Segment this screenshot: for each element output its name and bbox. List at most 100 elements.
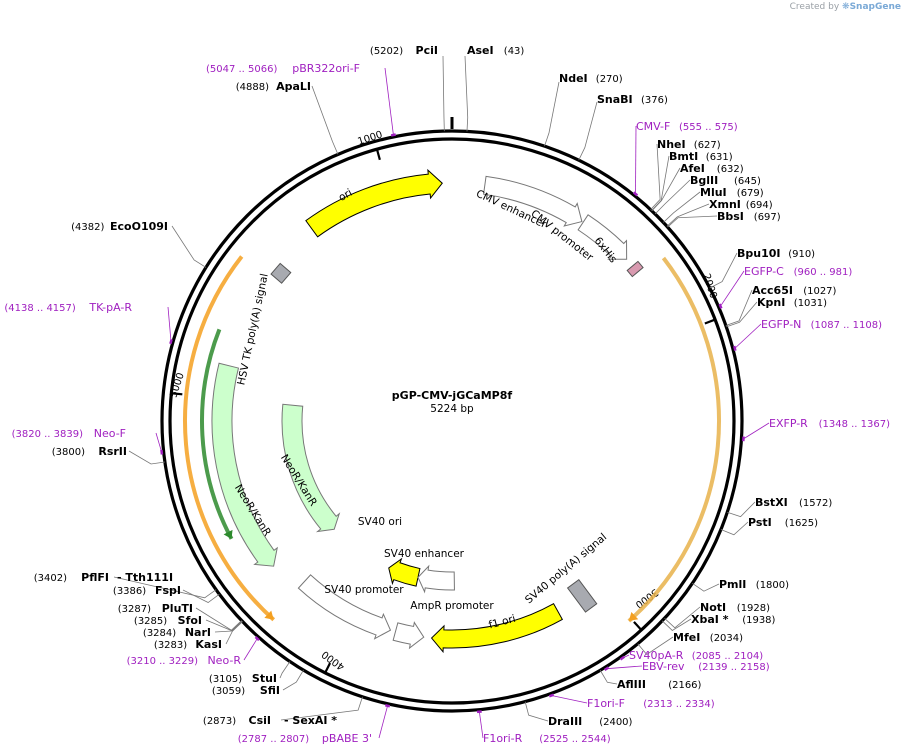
site-pos-nhei: (627) — [694, 140, 721, 151]
site-psti[interactable]: PstI — [748, 516, 772, 529]
site-pos-draiii: (2400) — [599, 717, 632, 728]
leader-ecoo109i — [171, 225, 207, 268]
site-bmti[interactable]: BmtI — [669, 150, 698, 163]
primer-tk-pa-r[interactable]: TK-pA-R — [88, 301, 132, 314]
site-nari[interactable]: NarI — [185, 626, 211, 639]
ruler-tick — [375, 148, 381, 161]
snapgene-credit: Created by ❋SnapGene — [790, 2, 901, 12]
primer-f1ori-r[interactable]: F1ori-R — [483, 732, 523, 745]
site-pcii[interactable]: PciI — [416, 44, 438, 57]
leader-sfii — [282, 669, 304, 691]
primer-sv40pa-r[interactable]: SV40pA-R — [629, 649, 684, 662]
site-pflfi[interactable]: PflFI — [81, 571, 109, 584]
primer-cmv-f[interactable]: CMV-F — [636, 120, 670, 133]
site-mlui[interactable]: MluI — [700, 186, 727, 199]
feature-label-hsv-tk-poly-a-signal: HSV TK poly(A) signal — [235, 273, 270, 387]
primer-leader-ebv-rev — [606, 665, 643, 670]
leader-csii — [280, 696, 363, 721]
site-fspi[interactable]: FspI — [155, 584, 181, 597]
primer-egfp-n[interactable]: EGFP-N — [761, 318, 801, 331]
backbone-inner-ring — [168, 137, 736, 705]
primer-leader-sv40pa-r — [622, 654, 630, 659]
site-xbai[interactable]: XbaI * — [691, 613, 729, 626]
primer-neo-f[interactable]: Neo-F — [94, 427, 126, 440]
backbone-outer-ring — [160, 129, 744, 713]
site-pos-csii: (2873) — [203, 716, 236, 727]
primer-mark-neo-r — [254, 636, 260, 642]
site-snabi[interactable]: SnaBI — [597, 93, 633, 106]
primer-range-exfp-r: (1348 .. 1367) — [819, 419, 891, 430]
site-sexai[interactable]: - SexAI * — [284, 714, 337, 727]
site-pos-psti: (1625) — [785, 518, 818, 529]
site-asei[interactable]: AseI — [467, 44, 494, 57]
primer-mark-egfp-c — [718, 303, 723, 309]
site-nhei[interactable]: NheI — [657, 138, 686, 151]
site-ecoo109i[interactable]: EcoO109I — [110, 220, 168, 233]
primer-f1ori-f[interactable]: F1ori-F — [587, 697, 625, 710]
leader-draiii — [524, 701, 549, 722]
feature-sv40-enhancer — [417, 564, 455, 594]
site-bpu10i[interactable]: Bpu10I — [737, 247, 781, 260]
site-kasi[interactable]: KasI — [195, 638, 222, 651]
site-rsrii[interactable]: RsrII — [98, 445, 127, 458]
primer-leader-pbabe-3 — [378, 705, 388, 739]
feature-sv40-polya — [566, 578, 598, 613]
feature-cmv-promoter — [577, 214, 628, 260]
primer-range-pbr322ori-f: (5047 .. 5066) — [206, 64, 278, 75]
primer-neo-r[interactable]: Neo-R — [207, 654, 241, 667]
leader-bbsi — [667, 215, 718, 228]
site-sfoi[interactable]: SfoI — [178, 614, 202, 627]
leader-fspi — [182, 589, 220, 603]
primer-range-pbabe-3: (2787 .. 2807) — [238, 734, 310, 745]
feature-ampr-promoter — [392, 621, 425, 650]
leader-pluti — [195, 607, 242, 631]
site-bbsi[interactable]: BbsI — [717, 210, 744, 223]
site-pos-rsrii: (3800) — [52, 447, 85, 458]
leader-rsrii — [128, 450, 165, 465]
site-ndei[interactable]: NdeI — [559, 72, 588, 85]
site-sfii[interactable]: SfiI — [260, 684, 280, 697]
site-pos-snabi: (376) — [641, 95, 668, 106]
site-tth111i[interactable]: - Tth111I — [117, 571, 173, 584]
site-noti[interactable]: NotI — [700, 601, 726, 614]
site-pos-kpni: (1031) — [794, 298, 827, 309]
site-pos-bglii: (645) — [734, 176, 761, 187]
orf-arc-left — [183, 255, 276, 622]
site-bstxi[interactable]: BstXI — [755, 496, 788, 509]
site-mfei[interactable]: MfeI — [673, 631, 700, 644]
site-afei[interactable]: AfeI — [680, 162, 705, 175]
orf-arc-neo — [200, 328, 234, 540]
site-pos-afliii: (2166) — [668, 680, 701, 691]
site-xmni[interactable]: XmnI — [709, 198, 741, 211]
site-kpni[interactable]: KpnI — [757, 296, 785, 309]
site-bglii[interactable]: BglII — [690, 174, 718, 187]
primer-pbr322ori-f[interactable]: pBR322ori-F — [292, 62, 360, 75]
site-afliii[interactable]: AflIII — [617, 678, 646, 691]
site-pos-bpu10i: (910) — [788, 249, 815, 260]
site-csii[interactable]: CsiI — [249, 714, 271, 727]
primer-exfp-r[interactable]: EXFP-R — [769, 417, 808, 430]
primer-ebv-rev[interactable]: EBV-rev — [642, 660, 685, 673]
primer-range-egfp-c: (960 .. 981) — [794, 267, 853, 278]
site-acc65i[interactable]: Acc65I — [752, 284, 793, 297]
site-stui[interactable]: StuI — [252, 672, 277, 685]
primer-range-tk-pa-r: (4138 .. 4157) — [4, 303, 76, 314]
leader-xmni — [666, 203, 710, 227]
ruler-tick — [324, 662, 332, 674]
leader-mfei — [637, 636, 674, 655]
orf-arc-left-head — [264, 610, 274, 620]
feature-cmv-enhancer — [483, 175, 583, 227]
ruler-tick-label: 1000 — [356, 129, 384, 147]
site-pluti[interactable]: PluTI — [162, 602, 193, 615]
leader-afliii — [599, 670, 618, 685]
primer-egfp-c[interactable]: EGFP-C — [744, 265, 784, 278]
site-apali[interactable]: ApaLI — [276, 80, 311, 93]
leader-asei — [464, 55, 469, 132]
site-pos-stui: (3105) — [209, 674, 242, 685]
site-pos-sfii: (3059) — [212, 686, 245, 697]
site-draiii[interactable]: DraIII — [548, 715, 582, 728]
primer-pbabe-3[interactable]: pBABE 3' — [322, 732, 372, 745]
site-pmli[interactable]: PmlI — [719, 578, 746, 591]
ruler-tick — [704, 318, 716, 325]
